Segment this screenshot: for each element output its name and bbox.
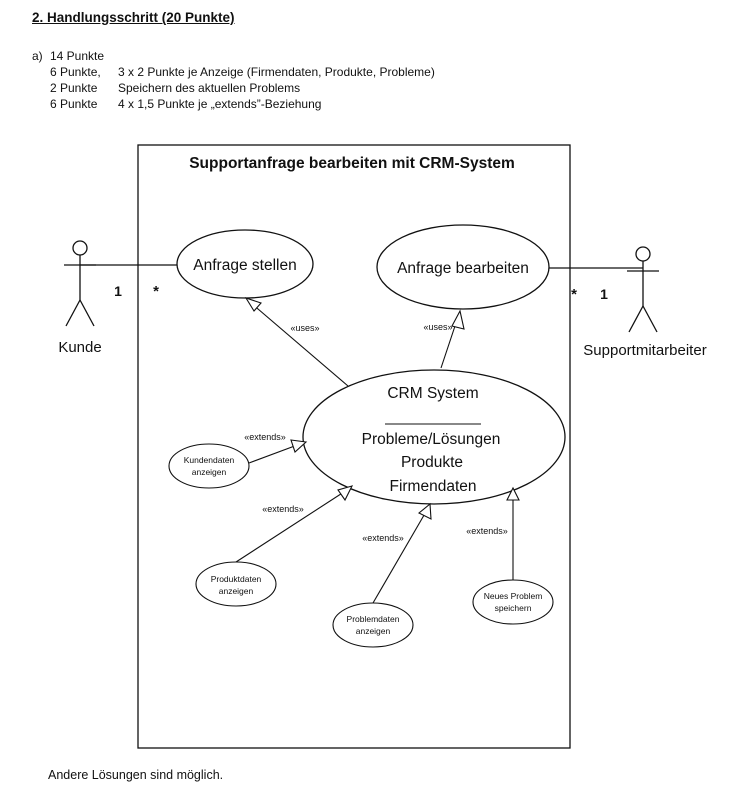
footer-note: Andere Lösungen sind möglich. <box>48 768 224 782</box>
use-case-neues-problem-label: speichern <box>495 603 532 613</box>
use-case-neues-problem-label: Neues Problem <box>484 591 543 601</box>
scoring-points: 6 Punkte, <box>50 65 101 79</box>
extends-relation <box>372 509 428 604</box>
use-case-problemdaten-label: anzeigen <box>356 626 391 636</box>
multiplicity-label: 1 <box>600 286 608 302</box>
system-boundary <box>137 144 571 749</box>
multiplicity-label: * <box>571 286 577 303</box>
scoring-label: a) <box>32 49 43 63</box>
crm-item: Probleme/Lösungen <box>362 431 501 448</box>
actor-kunde-label: Kunde <box>58 339 101 356</box>
scoring-text: Speichern des aktuellen Problems <box>118 81 301 95</box>
use-case-produktdaten-label: Produktdaten <box>211 574 262 584</box>
extends-label: «extends» <box>466 526 508 536</box>
scoring-text: 3 x 2 Punkte je Anzeige (Firmendaten, Pr… <box>118 65 435 79</box>
extends-label: «extends» <box>244 432 286 442</box>
use-case-anfrage-stellen <box>176 229 314 299</box>
arrowhead-icon <box>506 486 520 501</box>
system-title: Supportanfrage bearbeiten mit CRM-System <box>189 155 515 172</box>
arrowhead-icon <box>337 485 354 502</box>
use-case-kundendaten <box>168 443 250 489</box>
uses-label: «uses» <box>290 323 319 333</box>
use-case-problemdaten <box>332 602 414 648</box>
use-case-produktdaten-label: anzeigen <box>219 586 254 596</box>
scoring-text: 4 x 1,5 Punkte je „extends”-Beziehung <box>118 97 322 111</box>
extends-label: «extends» <box>262 504 304 514</box>
extends-relation <box>235 489 348 563</box>
scoring-points: 6 Punkte <box>50 97 98 111</box>
use-case-crm-system <box>302 369 566 505</box>
arrowhead-icon <box>417 502 432 520</box>
actor-kunde <box>64 240 96 327</box>
arrowhead-icon <box>290 439 308 453</box>
actor-supportmitarbeiter <box>627 246 659 333</box>
section-heading: 2. Handlungsschritt (20 Punkte) <box>32 10 235 25</box>
uses-relation <box>250 302 349 387</box>
crm-item: Firmendaten <box>389 478 476 495</box>
uses-label: «uses» <box>423 322 452 332</box>
crm-item: Produkte <box>401 454 463 471</box>
actor-supportmitarbeiter-label: Supportmitarbeiter <box>583 342 706 359</box>
use-case-problemdaten-label: Problemdaten <box>347 614 400 624</box>
use-case-anfrage-bearbeiten-label: Anfrage bearbeiten <box>397 260 529 277</box>
multiplicity-label: 1 <box>114 283 122 299</box>
scoring-points: 14 Punkte <box>50 49 105 63</box>
crm-system-name: CRM System <box>387 385 478 402</box>
extends-relation <box>248 443 301 464</box>
extends-label: «extends» <box>362 533 404 543</box>
use-case-anfrage-stellen-label: Anfrage stellen <box>193 257 296 274</box>
use-case-neues-problem <box>472 579 554 625</box>
multiplicity-label: * <box>153 283 159 300</box>
use-case-kundendaten-label: anzeigen <box>192 467 227 477</box>
use-case-anfrage-bearbeiten <box>376 224 550 310</box>
use-case-produktdaten <box>195 561 277 607</box>
arrowhead-icon <box>451 309 465 330</box>
arrowhead-icon <box>244 296 262 312</box>
use-case-kundendaten-label: Kundendaten <box>184 455 235 465</box>
scoring-points: 2 Punkte <box>50 81 98 95</box>
